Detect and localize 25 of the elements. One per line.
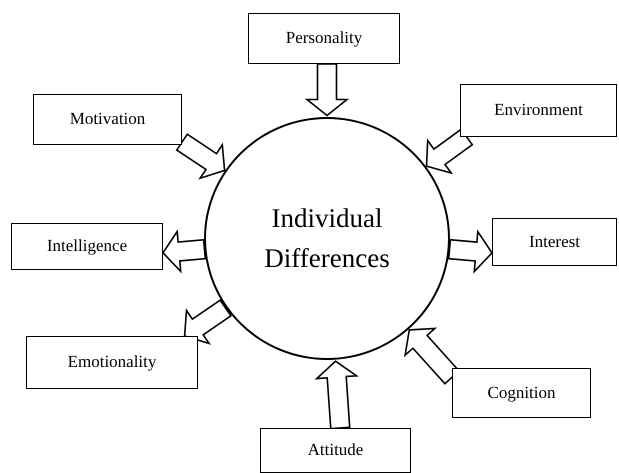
concept-label: Emotionality: [68, 352, 156, 373]
block-arrow: [426, 128, 474, 174]
concept-label: Personality: [286, 28, 362, 49]
concept-label: Environment: [494, 100, 583, 121]
block-arrow: [176, 133, 226, 180]
concept-box: [260, 428, 411, 473]
central-label: Individual Differences: [263, 202, 391, 274]
block-arrow: [314, 360, 359, 430]
concept-box: [11, 223, 163, 270]
concept-box: [26, 336, 198, 389]
block-arrow: [184, 299, 232, 345]
block-arrow: [304, 63, 350, 117]
concept-label: Motivation: [70, 109, 146, 130]
concept-label: Attitude: [308, 440, 364, 461]
concept-label: Cognition: [487, 382, 556, 404]
concept-box: [248, 13, 400, 64]
block-arrow: [162, 229, 206, 274]
concept-box: [33, 94, 182, 145]
block-arrow: [448, 229, 494, 274]
concept-box: [452, 368, 591, 418]
central-circle: [204, 117, 450, 360]
concept-label: Intelligence: [46, 236, 128, 257]
concept-label: Interest: [529, 232, 580, 252]
concept-box: [492, 218, 617, 266]
concept-box: [460, 84, 617, 137]
